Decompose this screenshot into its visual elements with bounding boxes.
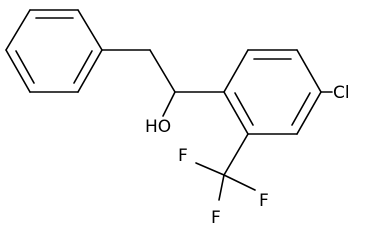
bond (296, 91, 322, 135)
chlorine-label: Cl (333, 83, 350, 103)
bond (296, 49, 322, 93)
bond (223, 133, 249, 176)
bond (5, 49, 31, 93)
bond (149, 49, 176, 93)
double-bond-inner (73, 50, 93, 84)
fluorine-left-label: F (178, 146, 188, 166)
fluorine-bottom-label: F (211, 208, 221, 228)
double-bond-inner (291, 92, 311, 126)
double-bond-inner (234, 92, 254, 126)
bond (223, 91, 249, 135)
bond (223, 49, 249, 93)
hydroxyl-label: HO (145, 117, 171, 137)
bond (223, 174, 256, 191)
phenyl-ring (5, 9, 103, 93)
fluorine-right-label: F (259, 191, 269, 211)
bond (218, 174, 225, 201)
bond (162, 91, 176, 117)
molecule-structure: HO Cl F F F (5, 9, 350, 228)
ethyl-chain (101, 49, 225, 117)
trifluoromethyl-group (195, 133, 256, 201)
bond (77, 49, 103, 93)
bond (5, 9, 31, 51)
bond (195, 162, 225, 176)
double-bond-inner (15, 50, 35, 84)
bond (77, 9, 103, 51)
chlorophenyl-ring (223, 49, 322, 135)
